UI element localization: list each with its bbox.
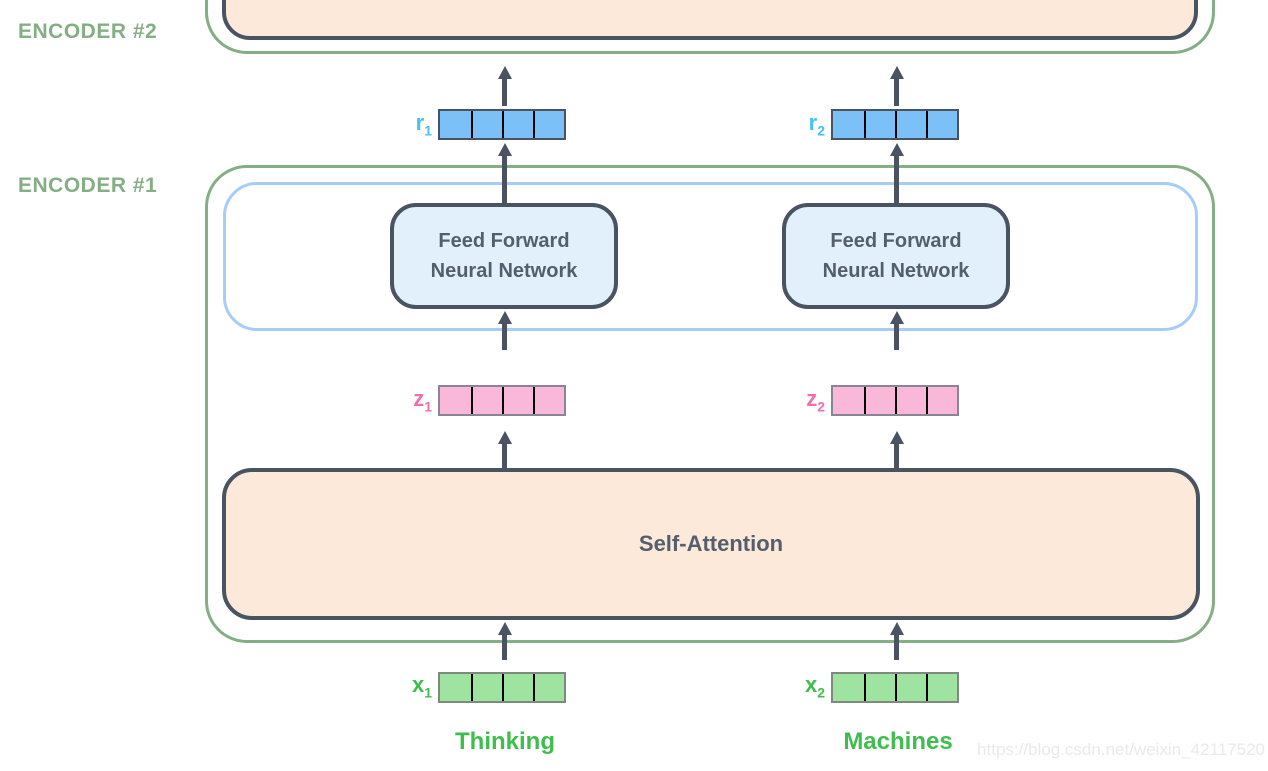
vector-label-z1: z1	[413, 386, 432, 415]
vector-cell	[502, 674, 533, 701]
vector-cell	[833, 111, 864, 138]
vector-cell	[502, 387, 533, 414]
vector-cell	[471, 387, 502, 414]
arrow-up-icon	[889, 311, 905, 350]
vector-cell	[895, 111, 926, 138]
vector-label-x1: x1	[411, 672, 432, 701]
encoder1-label: ENCODER #1	[18, 174, 158, 197]
input-word-thinking: Thinking	[455, 728, 555, 755]
vector-cell	[864, 111, 895, 138]
arrow-up-icon	[889, 431, 905, 468]
arrow-up-icon	[497, 622, 513, 660]
feed-forward-label-line1: Feed Forward	[830, 230, 962, 252]
feed-forward-box-right: Feed Forward Neural Network	[782, 203, 1010, 309]
vector-r2	[831, 109, 959, 140]
vector-cell	[864, 387, 895, 414]
vector-z2	[831, 385, 959, 416]
vector-z1	[438, 385, 566, 416]
encoder1-box	[205, 165, 1215, 643]
vector-cell	[533, 674, 564, 701]
arrow-up-icon	[497, 431, 513, 468]
feed-forward-layer-box	[223, 182, 1198, 331]
vector-r1	[438, 109, 566, 140]
arrow-up-icon	[889, 66, 905, 106]
vector-cell	[533, 111, 564, 138]
self-attention-box: Self-Attention	[222, 468, 1200, 620]
vector-cell	[502, 111, 533, 138]
self-attention-label: Self-Attention	[638, 531, 784, 556]
vector-cell	[926, 387, 957, 414]
arrow-up-icon	[889, 622, 905, 660]
feed-forward-label-line2: Neural Network	[430, 260, 578, 282]
vector-cell	[833, 387, 864, 414]
vector-cell	[833, 674, 864, 701]
arrow-up-icon	[497, 311, 513, 350]
vector-cell	[471, 111, 502, 138]
vector-label-r2: r2	[808, 110, 825, 139]
feed-forward-box-left: Feed Forward Neural Network	[390, 203, 618, 309]
arrow-up-icon	[889, 143, 905, 203]
vector-cell	[926, 111, 957, 138]
feed-forward-label-line2: Neural Network	[822, 260, 970, 282]
vector-label-x2: x2	[804, 672, 825, 701]
vector-cell	[926, 674, 957, 701]
watermark-text: https://blog.csdn.net/weixin_42117520	[977, 740, 1265, 759]
vector-cell	[895, 674, 926, 701]
arrow-up-icon	[497, 143, 513, 203]
vector-cell	[440, 111, 471, 138]
vector-cell	[471, 674, 502, 701]
vector-cell	[440, 387, 471, 414]
vector-label-r1: r1	[415, 110, 432, 139]
vector-cell	[533, 387, 564, 414]
input-word-machines: Machines	[843, 728, 953, 755]
vector-label-z2: z2	[806, 386, 825, 415]
feed-forward-label-line1: Feed Forward	[438, 230, 570, 252]
vector-x2	[831, 672, 959, 703]
encoder2-inner-block	[222, 0, 1198, 40]
vector-cell	[440, 674, 471, 701]
encoder2-label: ENCODER #2	[18, 20, 158, 43]
vector-cell	[864, 674, 895, 701]
arrow-up-icon	[497, 66, 513, 106]
vector-x1	[438, 672, 566, 703]
vector-cell	[895, 387, 926, 414]
